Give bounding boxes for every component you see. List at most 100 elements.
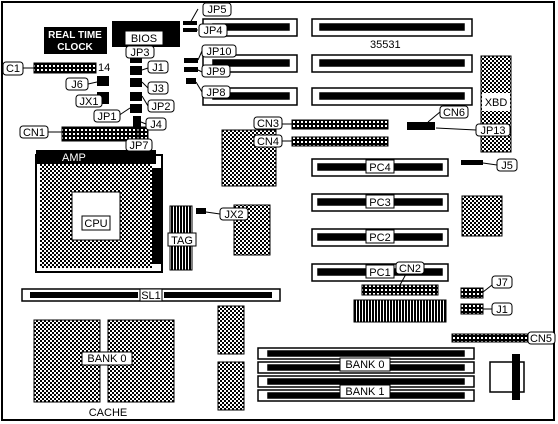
j7-connector (460, 287, 484, 299)
j6-block (97, 76, 109, 86)
expansion-slots-top (202, 18, 473, 106)
jp10-block (184, 58, 198, 63)
callout-jx1-text: JX1 (80, 96, 99, 108)
callout-cn1-text: CN1 (23, 127, 45, 139)
pc3-slot (311, 193, 449, 212)
pin14-label: 14 (98, 62, 110, 74)
callout-j4-text: J4 (150, 119, 162, 131)
cn2-socket (353, 299, 447, 323)
cn2-connector (361, 284, 439, 296)
callout-cn2-text: CN2 (399, 263, 421, 275)
simm-bank0-box (339, 357, 391, 372)
callout-j3-text: J3 (152, 83, 164, 95)
callout-j4: J4 (145, 117, 167, 131)
sl1-label: SL1 (141, 290, 161, 302)
simm-bank1-box (339, 384, 391, 399)
simm-bank0-label: BANK 0 (345, 359, 384, 371)
callout-jp13-text: JP13 (480, 125, 505, 137)
callout-cn2: CN2 (395, 261, 425, 275)
callout-jp4: JP4 (198, 23, 228, 38)
callout-pc3-text: PC3 (369, 197, 390, 209)
callout-jp1-text: JP1 (98, 111, 117, 123)
simm-bank1-label: BANK 1 (345, 386, 384, 398)
cn5-connector (451, 333, 531, 343)
callout-jp8: JP8 (201, 85, 231, 99)
callout-jp13: JP13 (475, 123, 511, 137)
callout-cn3: CN3 (253, 116, 283, 130)
callout-jp9-text: JP9 (207, 66, 226, 78)
callout-j6-text: J6 (71, 79, 83, 91)
slot-2b (311, 54, 473, 73)
callout-cn5-text: CN5 (530, 333, 552, 345)
slot-2a (202, 54, 298, 73)
j5-block (461, 160, 483, 165)
keyboard-connector-area: XBD (480, 55, 512, 153)
amp-label: AMP (62, 152, 86, 164)
j1-block (130, 66, 142, 75)
callout-j6: J6 (65, 77, 89, 91)
jx2-block (196, 208, 206, 214)
callout-j3: J3 (147, 81, 169, 95)
callout-jx2-text: JX2 (225, 209, 244, 221)
pci-slots (311, 158, 449, 282)
jp2-block (130, 92, 142, 101)
simm-pins-1 (267, 350, 465, 357)
callout-jp3-text: JP3 (131, 47, 150, 59)
callout-j5: J5 (496, 158, 518, 172)
rtc-line1: REAL TIME (48, 30, 102, 41)
callout-jp2-text: JP2 (152, 101, 171, 113)
chipset-3 (461, 195, 503, 237)
jp4-block (183, 28, 197, 32)
callout-cn4-text: CN4 (257, 136, 279, 148)
callout-jp5-text: JP5 (208, 4, 227, 16)
callout-c1-text: C1 (6, 63, 20, 75)
pc2-slot (311, 228, 449, 247)
slot-2a-pins (212, 59, 290, 67)
cn3-connector (291, 119, 389, 130)
callout-jp5: JP5 (202, 2, 232, 17)
callout-jp1: JP1 (93, 109, 121, 123)
simm-pins-3 (267, 378, 465, 385)
dram-chip-1 (217, 305, 245, 355)
callout-pc1-text: PC1 (369, 267, 390, 279)
callout-j1-bottom-text: J1 (496, 304, 508, 316)
slot-2b-pins (319, 59, 465, 67)
sl1-slot: SL1 (21, 288, 281, 302)
cn1-connector (61, 126, 149, 142)
power-connector (489, 361, 525, 393)
pc1-slot (311, 263, 449, 282)
callout-j7-text: J7 (496, 277, 508, 289)
callout-pc4-text: PC4 (369, 162, 390, 174)
callout-pc2: PC2 (365, 229, 395, 244)
callout-j1-top: J1 (147, 60, 169, 74)
callout-c1: C1 (2, 61, 24, 76)
board-model: 35531 (370, 39, 401, 51)
callout-jp9: JP9 (201, 64, 231, 78)
power-connector-pins (512, 354, 520, 400)
bios-chip: BIOS (112, 21, 180, 47)
cn6-block (407, 122, 435, 130)
callout-pc2-text: PC2 (369, 232, 390, 244)
cpu-socket: CPU AMP (35, 150, 163, 273)
callout-j1-top-text: J1 (152, 62, 164, 74)
callout-j1-bottom: J1 (491, 302, 513, 316)
callout-jp7: JP7 (125, 138, 153, 152)
jp9-block (184, 67, 198, 72)
cache-label: CACHE (89, 407, 128, 419)
j4-block (133, 116, 141, 128)
callout-cn4: CN4 (253, 134, 283, 148)
jp1-block (130, 104, 142, 113)
callout-jp4-text: JP4 (204, 25, 223, 37)
dram-chip-2 (217, 361, 245, 411)
callout-cn5: CN5 (527, 331, 556, 345)
callout-jp2: JP2 (147, 99, 175, 113)
rtc-line2: CLOCK (57, 42, 93, 53)
bios-label: BIOS (131, 33, 157, 45)
jp8-block (186, 78, 196, 84)
callout-cn1: CN1 (19, 125, 49, 139)
j1-bottom-connector (460, 303, 484, 315)
cn4-connector (291, 136, 389, 147)
slot-3b-pins (319, 92, 465, 100)
